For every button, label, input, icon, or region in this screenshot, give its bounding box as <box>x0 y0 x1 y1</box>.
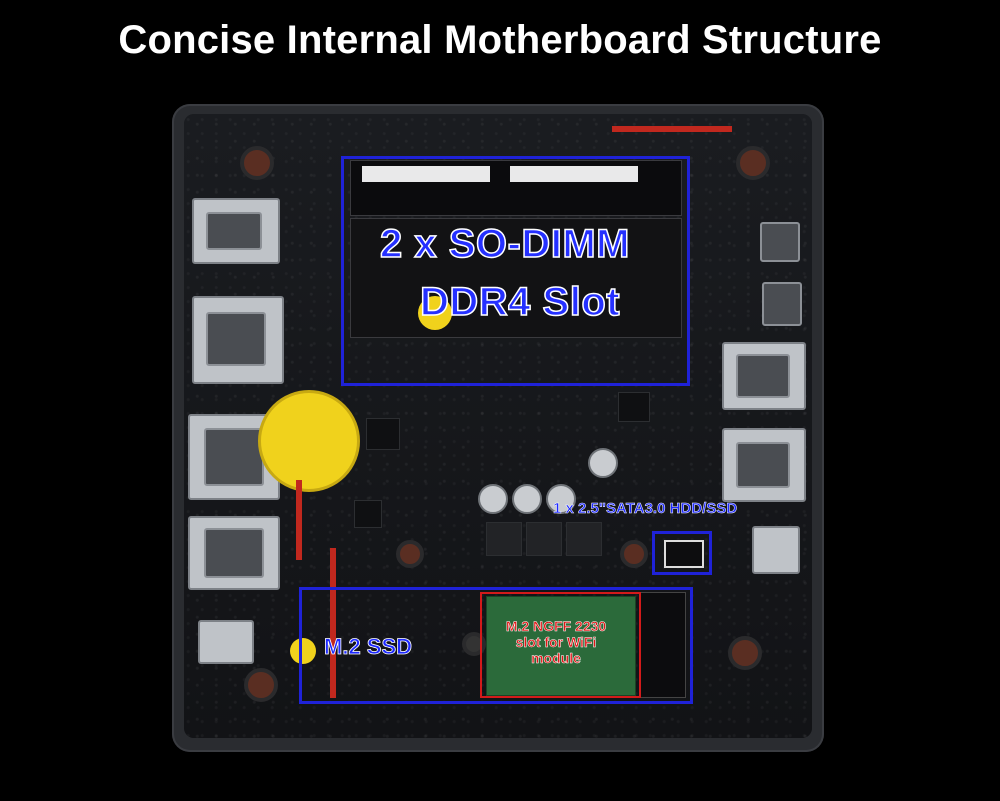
m2-ssd-slot <box>640 592 686 698</box>
chip-2 <box>366 418 400 450</box>
usb-port-right-2-inner <box>736 442 790 488</box>
ram-slot-bottom <box>350 218 682 338</box>
screw-hole-2 <box>736 146 770 180</box>
battery-wire <box>296 480 302 560</box>
m2-standoff <box>290 638 316 664</box>
ram-label-line1: 2 x SO-DIMM <box>379 221 630 267</box>
ram-highlight-box <box>341 156 690 386</box>
ethernet-port-2-inner <box>204 528 264 578</box>
sata-label: 1 x 2.5"SATA3.0 HDD/SSD <box>553 500 738 518</box>
cmos-battery <box>258 390 360 492</box>
page-title: Concise Internal Motherboard Structure <box>118 18 882 62</box>
wifi-label: M.2 NGFF 2230 slot for WiFi module <box>488 618 624 667</box>
fan-wire <box>612 126 732 132</box>
wifi-highlight-box <box>480 592 641 698</box>
usb-c-port-2 <box>762 282 802 326</box>
wifi-label-line1: M.2 NGFF 2230 <box>505 618 607 635</box>
ram-label-line2: DDR4 Slot <box>419 279 621 325</box>
ethernet-port-inner <box>204 428 264 486</box>
ram-marker-dot <box>418 296 452 330</box>
m2-screw <box>462 632 486 656</box>
capacitor-4 <box>546 484 576 514</box>
usb-port <box>192 198 280 264</box>
usb-port-inner <box>206 212 262 250</box>
wifi-card <box>486 596 636 696</box>
power-jack <box>198 620 254 664</box>
m2-ssd-label: M.2 SSD <box>324 634 413 660</box>
chip-3 <box>354 500 382 528</box>
screw-hole-3 <box>244 668 278 702</box>
screw-hole <box>240 146 274 180</box>
sata-connector <box>664 540 704 568</box>
sata-highlight-box <box>652 531 712 575</box>
inductor-3 <box>566 522 602 556</box>
hdmi-port-inner <box>206 312 266 366</box>
screw-hole-4 <box>728 636 762 670</box>
inductor-2 <box>526 522 562 556</box>
ram-sticker-2 <box>510 166 638 182</box>
usb-c-port <box>760 222 800 262</box>
ram-sticker <box>362 166 490 182</box>
usb-port-right-inner <box>736 354 790 398</box>
chip <box>618 392 650 422</box>
wifi-label-line2: slot for WiFi <box>515 634 597 651</box>
battery-wire-2 <box>330 548 336 698</box>
wifi-label-line3: module <box>531 650 581 667</box>
capacitor-3 <box>512 484 542 514</box>
capacitor <box>588 448 618 478</box>
inductor <box>486 522 522 556</box>
m2-highlight-box <box>299 587 693 704</box>
capacitor-2 <box>478 484 508 514</box>
screw-hole-6 <box>620 540 648 568</box>
audio-jack <box>752 526 800 574</box>
screw-hole-5 <box>396 540 424 568</box>
